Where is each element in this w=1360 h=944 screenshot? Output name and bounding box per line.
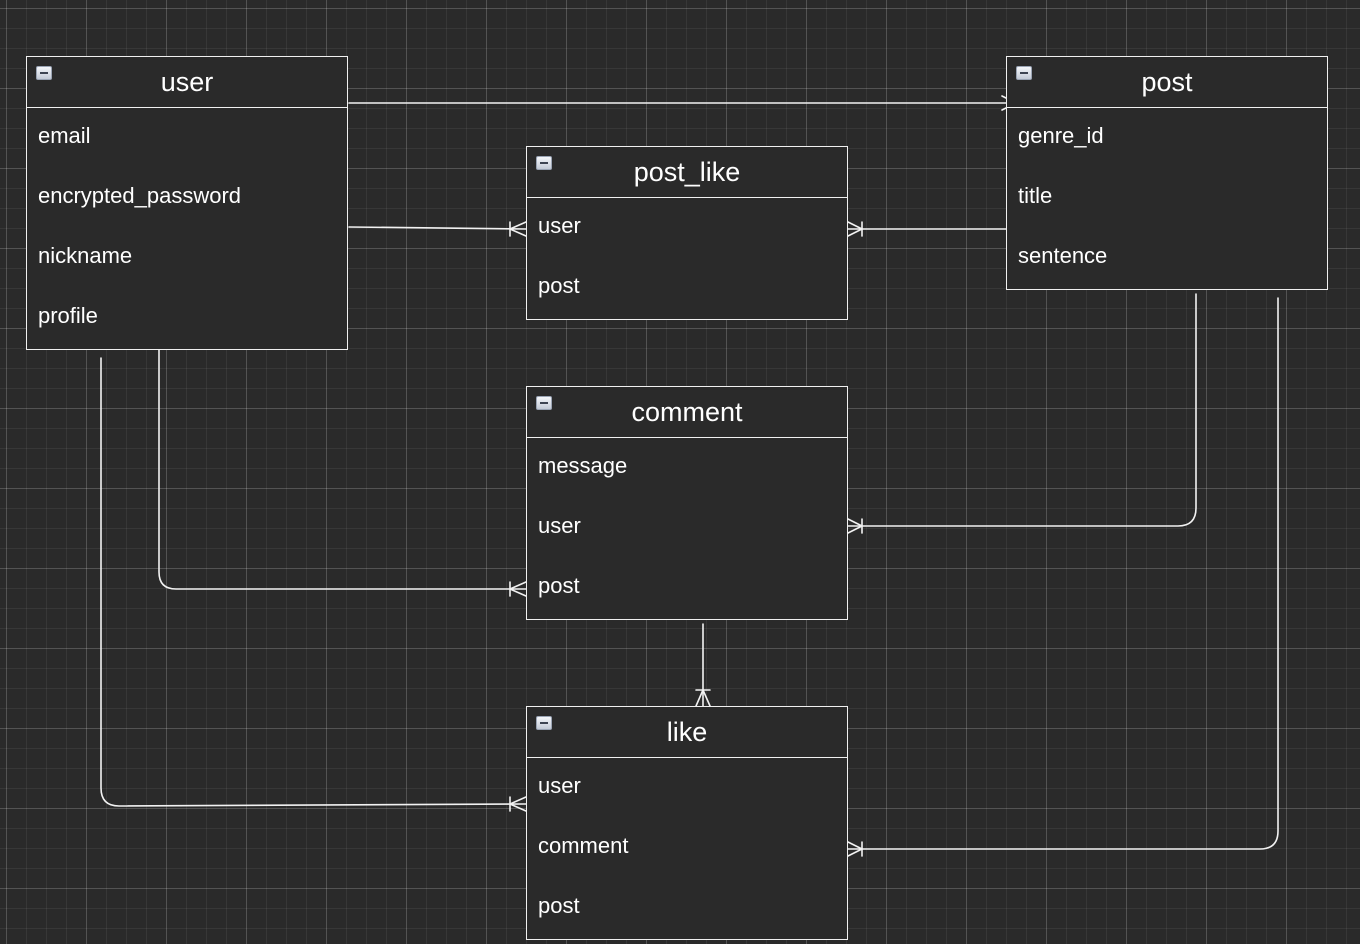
- entity-header: post_like: [527, 147, 847, 198]
- connector-post-like[interactable]: [847, 297, 1279, 857]
- entity-field-profile[interactable]: profile: [38, 303, 98, 328]
- collapse-icon[interactable]: [36, 66, 52, 80]
- entity-fields: message user post: [527, 438, 847, 618]
- entity-fields: user post: [527, 198, 847, 318]
- connector-post-post-like[interactable]: [847, 221, 1014, 237]
- connector-user-post[interactable]: [348, 95, 1017, 111]
- entity-title: like: [666, 716, 708, 747]
- entity-field-sentence[interactable]: sentence: [1018, 243, 1108, 268]
- entity-title: post: [1141, 66, 1193, 97]
- entity-field-post[interactable]: post: [538, 893, 580, 918]
- entity-header: post: [1007, 57, 1327, 108]
- connector-user-like[interactable]: [100, 357, 527, 812]
- collapse-icon[interactable]: [536, 156, 552, 170]
- entity-field-message[interactable]: message: [538, 453, 628, 478]
- entity-field-user[interactable]: user: [538, 213, 581, 238]
- entity-post-like[interactable]: post_like user post: [526, 146, 848, 320]
- entity-header: user: [27, 57, 347, 108]
- collapse-icon[interactable]: [536, 396, 552, 410]
- entity-title: post_like: [633, 156, 741, 187]
- entity-fields: email encrypted_password nickname profil…: [27, 108, 347, 348]
- entity-field-post[interactable]: post: [538, 273, 580, 298]
- entity-field-email[interactable]: email: [38, 123, 91, 148]
- connector-user-post-like[interactable]: [348, 221, 527, 237]
- entity-header: comment: [527, 387, 847, 438]
- entity-field-post[interactable]: post: [538, 573, 580, 598]
- entity-like[interactable]: like user comment post: [526, 706, 848, 940]
- collapse-icon[interactable]: [536, 716, 552, 730]
- collapse-icon[interactable]: [1016, 66, 1032, 80]
- connector-user-comment[interactable]: [158, 347, 527, 597]
- entity-field-encrypted-password[interactable]: encrypted_password: [38, 183, 242, 208]
- entity-user[interactable]: user email encrypted_password nickname p…: [26, 56, 348, 350]
- entity-fields: genre_id title sentence: [1007, 108, 1327, 288]
- entity-title: user: [160, 66, 214, 97]
- connector-comment-like[interactable]: [695, 623, 711, 707]
- entity-post[interactable]: post genre_id title sentence: [1006, 56, 1328, 290]
- entity-field-title[interactable]: title: [1018, 183, 1053, 208]
- entity-field-comment[interactable]: comment: [538, 833, 629, 858]
- entity-field-nickname[interactable]: nickname: [38, 243, 133, 268]
- entity-field-user[interactable]: user: [538, 773, 581, 798]
- connector-post-comment[interactable]: [847, 293, 1197, 534]
- entity-title: comment: [631, 396, 743, 427]
- entity-header: like: [527, 707, 847, 758]
- entity-fields: user comment post: [527, 758, 847, 938]
- entity-field-user[interactable]: user: [538, 513, 581, 538]
- entity-field-genre-id[interactable]: genre_id: [1018, 123, 1104, 148]
- entity-comment[interactable]: comment message user post: [526, 386, 848, 620]
